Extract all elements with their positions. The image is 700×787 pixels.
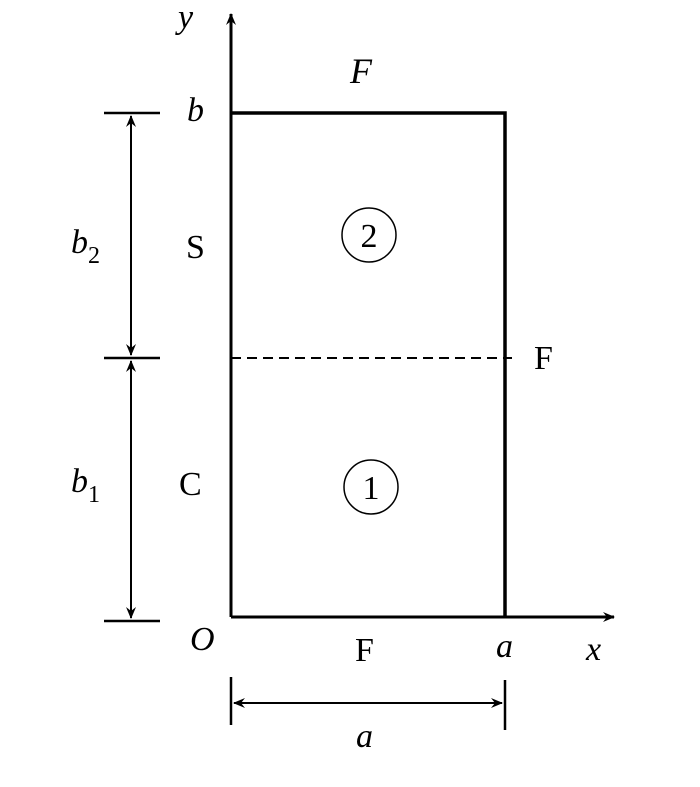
region-2-label: 2 xyxy=(361,218,378,255)
region-2-circle xyxy=(341,207,397,263)
left-lower-label: C xyxy=(179,466,202,503)
bottom-edge-label: F xyxy=(355,632,374,669)
origin-label: O xyxy=(190,621,215,658)
plate-outline xyxy=(231,111,507,617)
top-corner-label: b xyxy=(187,92,204,129)
right-edge-label: F xyxy=(534,340,553,377)
top-edge-label: F xyxy=(349,51,373,91)
y-axis-label: y xyxy=(175,0,194,36)
region-1-circle xyxy=(343,459,399,515)
left-upper-label: S xyxy=(186,229,205,266)
bottom-corner-label: a xyxy=(496,628,513,665)
dim-b2-sub: 2 xyxy=(88,243,100,269)
x-axis-label: x xyxy=(585,631,601,668)
region-1-label: 1 xyxy=(363,470,380,507)
dim-b2-base: b xyxy=(71,224,88,261)
dim-a-label: a xyxy=(356,718,373,755)
dim-b2-label: b2 xyxy=(71,224,100,269)
dim-b1-sub: 1 xyxy=(88,482,100,508)
dim-b1-base: b xyxy=(71,463,88,500)
dim-b1-label: b1 xyxy=(71,463,100,508)
